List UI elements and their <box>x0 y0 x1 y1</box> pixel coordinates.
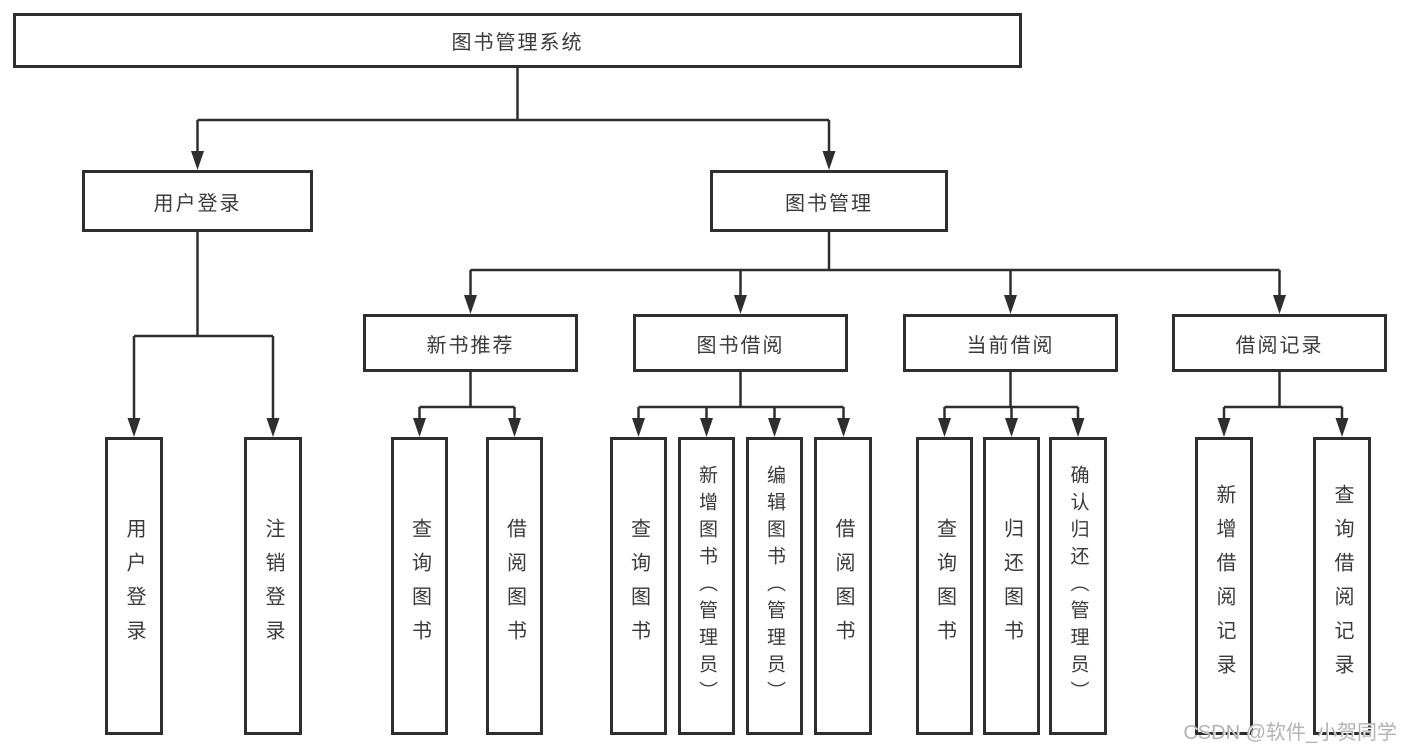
arrowhead-icon <box>1335 418 1349 437</box>
arrowhead-icon <box>1217 418 1231 437</box>
connector-book-management <box>469 232 1281 295</box>
node-label: 图书管理 <box>785 192 873 215</box>
node-label: 注销登录 <box>262 518 284 654</box>
node-query-books-1: 查询图书 <box>391 437 448 735</box>
node-label: 借阅图书 <box>503 518 526 654</box>
connector-root <box>196 68 831 151</box>
node-logout: 注销登录 <box>244 437 302 735</box>
node-current-borrowing: 当前借阅 <box>903 314 1118 372</box>
node-label: 归还图书 <box>1000 518 1023 654</box>
node-label: 借阅图书 <box>832 518 854 654</box>
csdn-watermark: CSDN @软件_小贺同学 <box>1183 722 1397 744</box>
node-confirm-return-admin: 确认归还（管理员） <box>1049 437 1107 735</box>
node-label: 查询借阅记录 <box>1331 484 1353 688</box>
node-label: 借阅记录 <box>1235 334 1324 357</box>
node-query-books-2: 查询图书 <box>610 437 667 735</box>
arrowhead-icon <box>822 151 836 170</box>
node-label: 新增图书（管理员） <box>696 464 717 708</box>
arrowhead-icon <box>413 418 426 437</box>
node-borrow-books-1: 借阅图书 <box>486 437 543 735</box>
node-label: 用户登录 <box>123 518 145 654</box>
arrowhead-icon <box>837 418 850 437</box>
arrowhead-icon <box>1005 418 1018 437</box>
arrowhead-icon <box>127 418 141 437</box>
node-label: 用户登录 <box>153 192 242 215</box>
node-label: 图书借阅 <box>696 334 785 357</box>
node-borrow-books-2: 借阅图书 <box>814 437 872 735</box>
arrowhead-icon <box>1273 295 1286 314</box>
node-label: 新增借阅记录 <box>1213 484 1235 688</box>
arrowhead-icon <box>191 151 204 170</box>
node-add-borrow-record: 新增借阅记录 <box>1195 437 1253 735</box>
connector-current-borrowing <box>943 372 1080 418</box>
node-user-login: 用户登录 <box>82 170 313 232</box>
arrowhead-icon <box>464 295 477 314</box>
node-book-borrowing: 图书借阅 <box>633 314 848 372</box>
node-edit-books-admin: 编辑图书（管理员） <box>746 437 803 735</box>
node-query-borrow-record: 查询借阅记录 <box>1313 437 1371 735</box>
connector-book-borrowing <box>637 372 845 418</box>
connector-new-book <box>418 372 516 418</box>
node-label: 当前借阅 <box>966 334 1055 357</box>
arrowhead-icon <box>1071 418 1085 437</box>
arrowhead-icon <box>266 418 280 437</box>
connector-user-login <box>132 232 275 418</box>
node-label: 图书管理系统 <box>451 32 584 54</box>
node-label: 编辑图书（管理员） <box>764 464 785 708</box>
arrowhead-icon <box>938 418 951 437</box>
node-borrowing-records: 借阅记录 <box>1172 314 1387 372</box>
node-label: 新书推荐 <box>426 334 515 357</box>
node-new-book-recommendation: 新书推荐 <box>363 314 578 372</box>
arrowhead-icon <box>508 418 521 437</box>
node-label: 确认归还（管理员） <box>1067 464 1089 708</box>
node-return-books: 归还图书 <box>983 437 1040 735</box>
node-add-books-admin: 新增图书（管理员） <box>678 437 735 735</box>
arrowhead-icon <box>768 418 781 437</box>
node-query-books-3: 查询图书 <box>916 437 973 735</box>
node-book-management: 图书管理 <box>710 170 948 232</box>
node-user-login-leaf: 用户登录 <box>105 437 163 735</box>
arrowhead-icon <box>632 418 645 437</box>
connector-borrowing-records <box>1222 372 1344 418</box>
node-library-management-system: 图书管理系统 <box>13 13 1022 68</box>
node-label: 查询图书 <box>408 518 431 654</box>
arrowhead-icon <box>700 418 713 437</box>
arrowhead-icon <box>1004 295 1017 314</box>
node-label: 查询图书 <box>933 518 956 654</box>
node-label: 查询图书 <box>627 518 650 654</box>
arrowhead-icon <box>734 295 747 314</box>
